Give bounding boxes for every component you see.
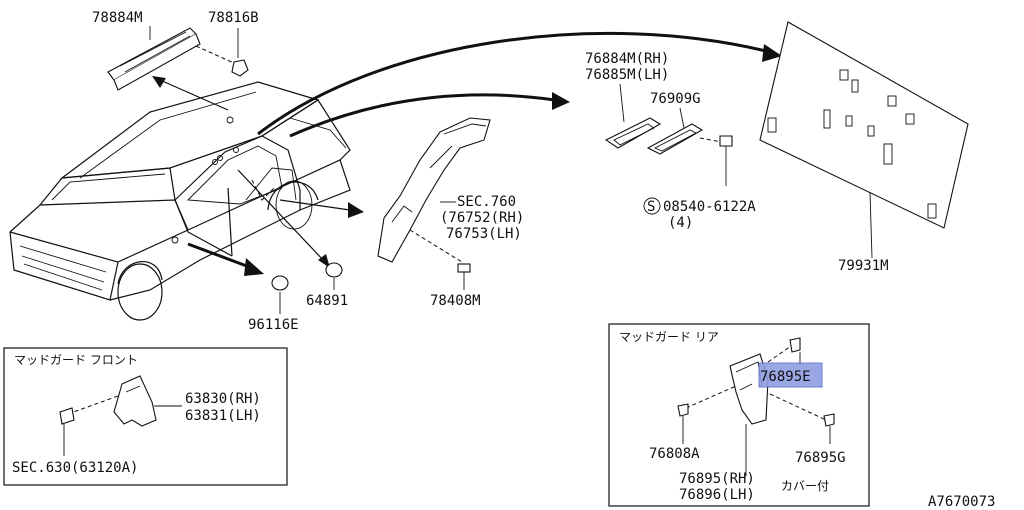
label-76909g: 76909G [650, 91, 701, 107]
part-76884m [604, 117, 704, 155]
part-78884m [107, 27, 201, 91]
label-78884m: 78884M [92, 10, 143, 26]
label-76895e[interactable]: 76895E [760, 369, 811, 385]
label-cover-note: カバー付 [781, 479, 829, 493]
part-sec760-fender [377, 117, 491, 273]
label-76808a: 76808A [649, 446, 700, 462]
part-screw-08540 [643, 135, 733, 215]
label-76896lh: 76896(LH) [679, 487, 755, 503]
callout-arrows [152, 31, 782, 276]
part-79931m [759, 21, 969, 259]
part-96116e [271, 275, 289, 314]
label-78408m: 78408M [430, 293, 481, 309]
label-76885m: 76885M(LH) [585, 67, 669, 83]
label-76753: 76753(LH) [446, 226, 522, 242]
highlight-76895e[interactable] [758, 362, 823, 388]
label-76895rh: 76895(RH) [679, 471, 755, 487]
label-76884m: 76884M(RH) [585, 51, 669, 67]
rear-box-title: マッドガード リア [619, 330, 719, 344]
label-96116e: 96116E [248, 317, 299, 333]
label-63830: 63830(RH) [185, 391, 261, 407]
label-76752: (76752(RH) [440, 210, 524, 226]
screw-symbol: S [647, 199, 655, 215]
diagram-id: A7670073 [928, 494, 995, 510]
car-illustration [9, 81, 351, 321]
label-79931m: 79931M [838, 258, 889, 274]
label-sec630: SEC.630(63120A) [12, 460, 138, 476]
label-63831: 63831(LH) [185, 408, 261, 424]
front-mudguard-box: マッドガード フロント [3, 347, 288, 486]
part-64891 [325, 262, 343, 290]
label-64891: 64891 [306, 293, 348, 309]
part-78816b [195, 28, 249, 77]
label-78816b: 78816B [208, 10, 259, 26]
label-screw-qty: (4) [668, 215, 693, 231]
label-08540: 08540-6122A [663, 199, 756, 215]
label-sec760: SEC.760 [457, 194, 516, 210]
front-box-title: マッドガード フロント [14, 353, 138, 367]
label-76895g: 76895G [795, 450, 846, 466]
